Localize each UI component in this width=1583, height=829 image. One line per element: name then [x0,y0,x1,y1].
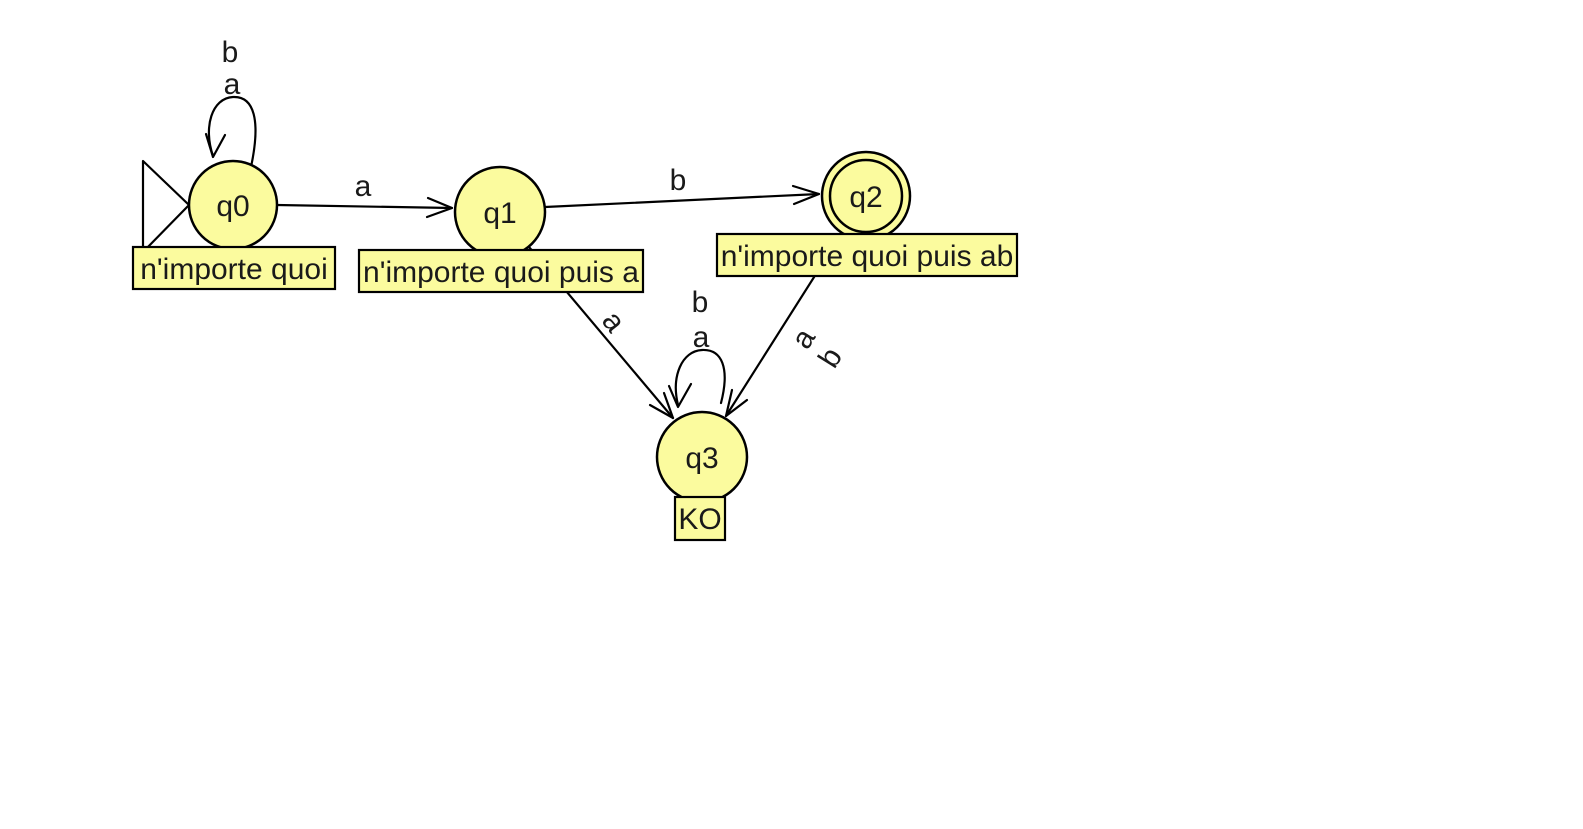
state-circle-q2-inner [828,158,904,234]
annotation-box-q0 [131,245,337,291]
edge-q1-q2 [543,192,821,209]
arrowhead-q0-q1-icon [425,196,454,219]
annotation-label-q3: KO [678,503,721,536]
annotation-label-q2: n'importe quoi puis ab [721,240,1014,273]
transition-label-q0-loop-a: a [224,68,241,101]
annotation-label-q0: n'importe quoi [140,253,328,286]
state-label-q1: q1 [483,197,516,230]
arrowhead-q1-q3-icon [648,391,675,420]
edge-q0-q1 [275,203,454,210]
state-label-q3: q3 [685,442,718,475]
transition-label-q1-q2-b: b [670,164,687,197]
annotation-box-q3 [673,495,727,542]
transition-label-q3-loop-a: a [693,321,710,354]
annotation-boxes [131,232,1019,542]
transition-label-q3-loop-b: b [692,286,709,319]
labels: q0 q1 q2 q3 n'importe quoi n'importe quo… [140,36,1013,536]
annotation-box-q2 [715,232,1019,278]
arrowhead-loop-q0-icon [204,132,227,159]
state-nodes [187,150,912,504]
transition-label-q0-q1-a: a [355,170,372,203]
arrowhead-q1-q2-icon [791,184,821,206]
state-label-q0: q0 [216,190,249,223]
initial-state-arrow-icon [141,159,191,254]
self-loop-q0 [207,95,257,169]
self-loop-q3 [674,348,726,407]
state-label-q2: q2 [849,181,882,214]
transition-label-q0-loop-b: b [222,36,239,69]
transition-label-q2-q3-b: b [812,342,849,374]
arrowhead-loop-q3-icon [667,382,693,409]
annotation-box-q1 [357,248,645,294]
arrowhead-q2-q3-icon [724,388,749,418]
annotation-label-q1: n'importe quoi puis a [363,256,639,289]
